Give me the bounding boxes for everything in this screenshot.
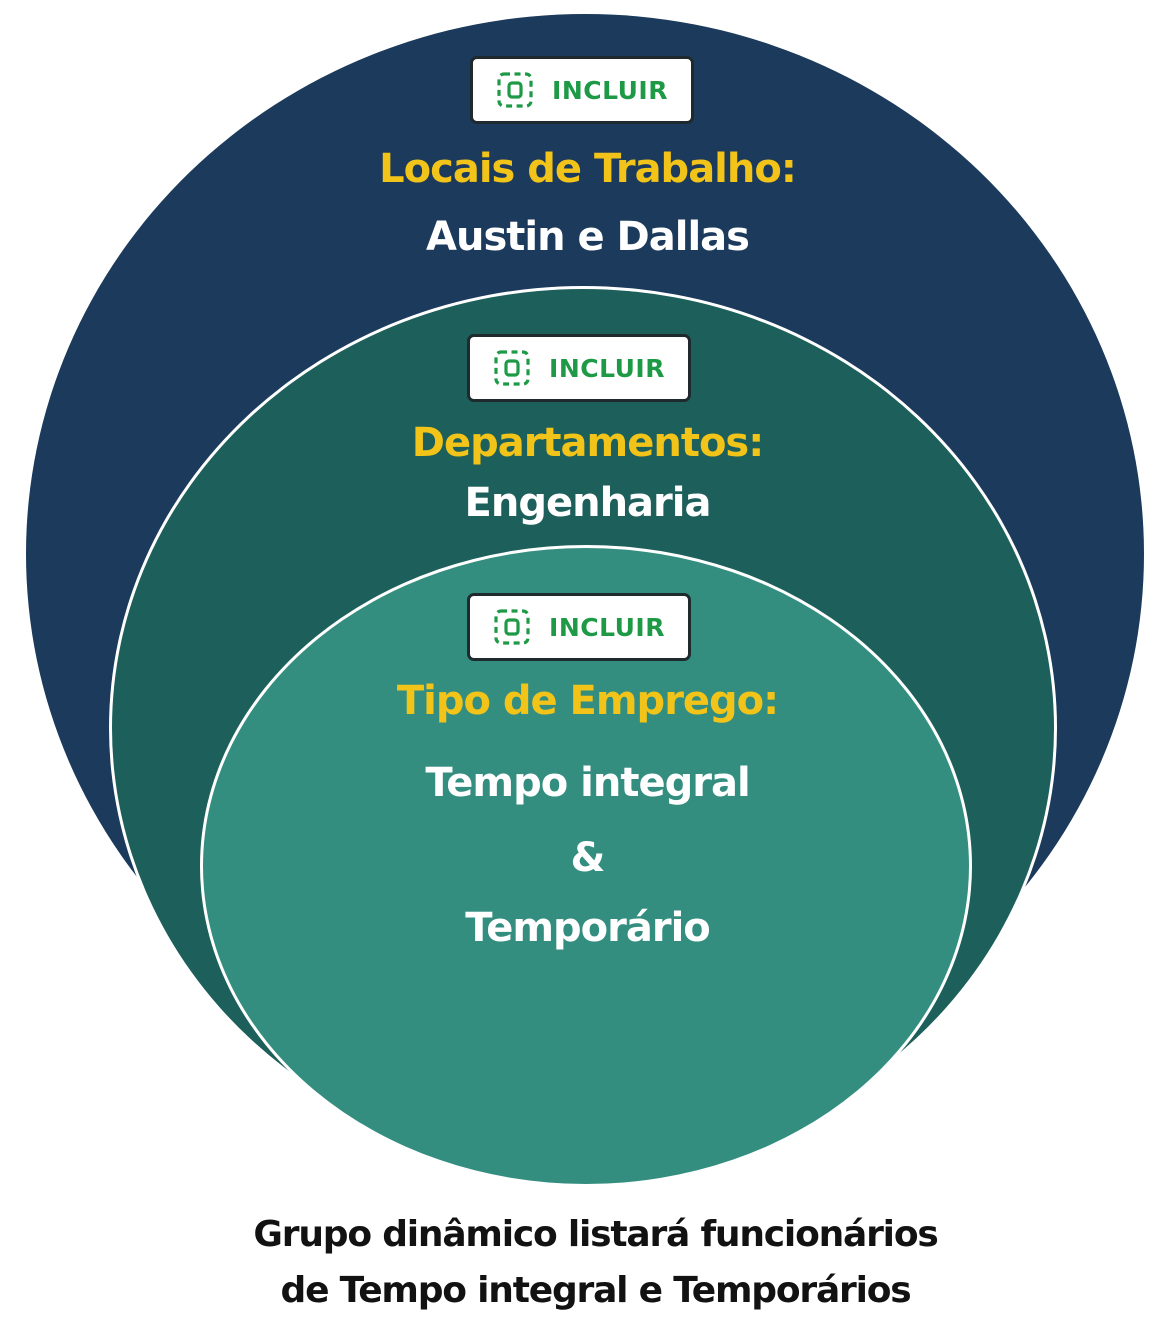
include-badge-departments[interactable]: INCLUIR bbox=[467, 334, 691, 402]
dashed-frame-icon bbox=[494, 609, 530, 645]
employment-type-ampersand: & bbox=[570, 835, 606, 881]
include-badge-label: INCLUIR bbox=[552, 75, 668, 105]
caption-line-2: de Tempo integral e Temporários bbox=[280, 1270, 912, 1311]
dashed-frame-icon bbox=[497, 72, 533, 108]
employment-type-value-full-time: Tempo integral bbox=[425, 760, 750, 806]
include-badge-work-locations[interactable]: INCLUIR bbox=[470, 56, 694, 124]
include-badge-label: INCLUIR bbox=[549, 353, 665, 383]
work-locations-value: Austin e Dallas bbox=[426, 214, 750, 260]
employment-type-value-temporary: Temporário bbox=[465, 905, 711, 951]
work-locations-heading: Locais de Trabalho: bbox=[379, 146, 797, 192]
departments-value: Engenharia bbox=[464, 480, 712, 526]
departments-heading: Departamentos: bbox=[411, 420, 765, 466]
dashed-frame-icon bbox=[494, 350, 530, 386]
include-badge-label: INCLUIR bbox=[549, 612, 665, 642]
caption-line-1: Grupo dinâmico listará funcionários bbox=[253, 1214, 938, 1255]
employment-type-heading: Tipo de Emprego: bbox=[396, 678, 779, 724]
include-badge-employment-type[interactable]: INCLUIR bbox=[467, 593, 691, 661]
